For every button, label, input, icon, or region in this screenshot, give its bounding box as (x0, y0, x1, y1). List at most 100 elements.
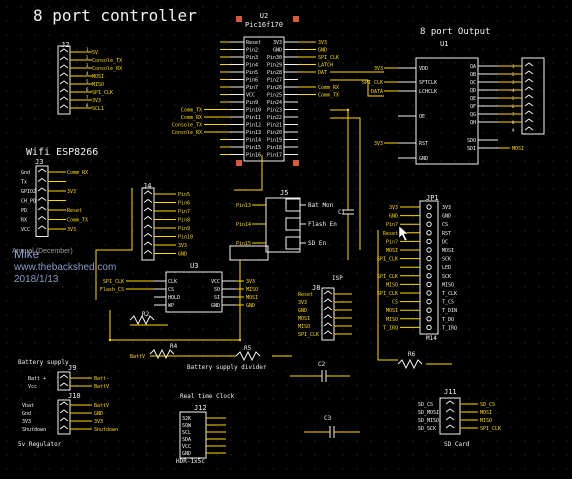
pin-hole (426, 212, 432, 219)
pin-chevron (59, 96, 69, 101)
net-label: Batt- (94, 376, 109, 382)
pin-chevron (143, 232, 153, 237)
pin-name: GND (419, 156, 428, 162)
pin-chevron (37, 215, 47, 220)
u2-value: Pic16f170 (245, 21, 283, 29)
pin-name: SDO (467, 138, 476, 144)
j11-label: SD Card (444, 441, 470, 448)
net-label: Pin9 (178, 226, 190, 232)
pin-chevron (143, 198, 153, 203)
net-label: LATCH (318, 63, 333, 69)
net-label: Pin7 (178, 209, 190, 215)
net-wire (330, 117, 361, 250)
pin-name: T_IRQ (442, 325, 457, 331)
pin-chevron (37, 196, 47, 201)
pin-name: Pin14 (246, 138, 261, 144)
pin-name: Pin15 (246, 145, 261, 151)
j12-label: Real time Clock (180, 393, 235, 400)
j11-ref: J11 (444, 388, 457, 396)
c1-ref: C1 (338, 209, 346, 216)
pin-name: Pin7 (246, 85, 258, 91)
pin-name: HOLD (168, 295, 180, 301)
j10-ref: J10 (68, 392, 81, 400)
pin-chevron (143, 224, 153, 229)
net-label: 3V3 (67, 227, 76, 233)
net-label: CS (392, 300, 398, 306)
pin-hole (426, 204, 432, 210)
pin-name: CLK (168, 279, 177, 285)
pin-name: Pin24 (267, 100, 282, 106)
net-label: GND (389, 214, 398, 220)
pin-chevron (323, 330, 333, 335)
pin-chevron (323, 322, 333, 327)
net-label: Console_TX (172, 123, 202, 129)
pin-chevron (445, 408, 455, 413)
net-label: Comm_RX (318, 85, 339, 91)
r5-body (235, 350, 261, 362)
pin-chevron (143, 249, 153, 254)
net-label: DAT (318, 70, 327, 76)
pin-chevron (59, 48, 69, 53)
pin-hole (426, 324, 432, 331)
net-label: T_IRQ (383, 325, 398, 331)
net-label: MOSI (386, 248, 398, 254)
pin-name: QF (470, 104, 476, 110)
r4-ref: R4 (170, 343, 178, 350)
pin-hole (426, 255, 432, 262)
net-label: GND (246, 303, 255, 309)
pin-name: Pin30 (267, 55, 282, 61)
u1-body (415, 57, 479, 165)
pin-chevron (524, 78, 534, 83)
net-label: Pin6 (178, 201, 190, 207)
j8-ref: J8 (312, 284, 320, 292)
pin-name: Gnd (22, 411, 31, 417)
net-label: Pin8 (178, 218, 190, 224)
u3-body (165, 271, 223, 313)
net-label: GND (94, 411, 103, 417)
pin-chevron (37, 177, 47, 182)
net-label: SD_CS (480, 402, 495, 408)
net-label: Console_RX (92, 66, 122, 72)
net-label: MISO (386, 282, 398, 288)
watermark-date: 2018/1/13 (14, 274, 59, 285)
pin-name: Pin9 (246, 100, 258, 106)
pin-chevron (37, 206, 47, 211)
pin-name: RST (419, 141, 428, 147)
pin-chevron (323, 298, 333, 303)
pin-name: GPIO2 (21, 189, 36, 195)
net-label: SPI_CLK (377, 257, 398, 263)
net-label: BattV (94, 384, 109, 390)
pin-name: Pin20 (267, 130, 282, 136)
net-label: 3V3 (94, 419, 103, 425)
u1-label: 8 port Output (420, 27, 490, 37)
jumper-pad (285, 198, 301, 212)
junction-dot (346, 108, 350, 112)
j9-body (57, 371, 71, 391)
watermark-tagline: Annual (December) (12, 248, 73, 255)
pin-name: Pin26 (267, 85, 282, 91)
net-wire (234, 155, 263, 191)
pin-chevron (59, 56, 69, 61)
pin-chevron (323, 306, 333, 311)
pin-hole (426, 230, 432, 236)
net-label: MISO (386, 317, 398, 323)
j4-body (141, 187, 155, 261)
net-label: MOSI (298, 316, 310, 322)
pin-name: QE (470, 96, 476, 102)
pin-name: QG (470, 112, 476, 118)
pin-name: MISO (442, 282, 454, 288)
pin-name: Pin3 (246, 55, 258, 61)
pin-name: VCC (182, 444, 191, 450)
pin-hole (426, 264, 432, 270)
pin-chevron (323, 314, 333, 319)
pin-name: GND (273, 48, 282, 54)
net-label: Comm_TX (318, 93, 339, 99)
pin-chevron (59, 88, 69, 93)
j12-footer: HDR-1x5c (176, 458, 205, 465)
pin-name: VCC (211, 279, 220, 285)
pin-chevron (59, 401, 69, 406)
pin-hole (426, 298, 432, 305)
pin-name: Pin2 (246, 48, 258, 54)
net-label: MOSI (386, 308, 398, 314)
